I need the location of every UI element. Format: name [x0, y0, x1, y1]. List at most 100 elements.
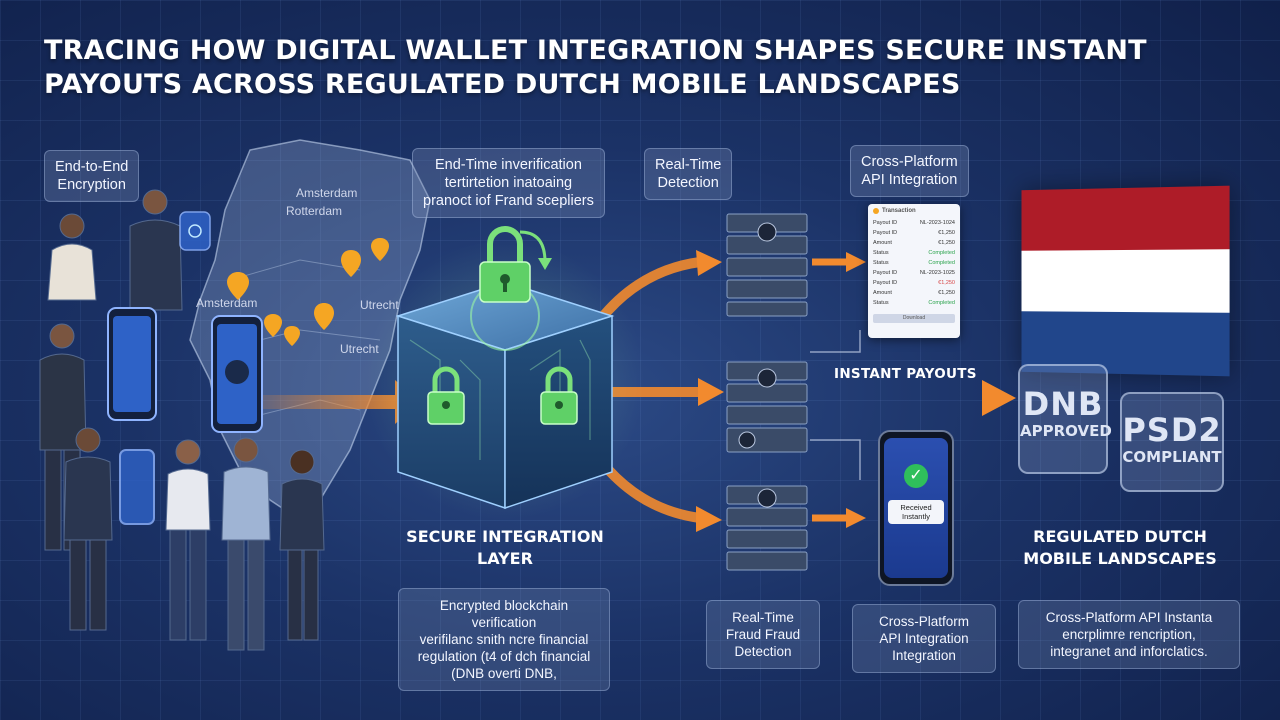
lock-icon-left	[427, 366, 465, 425]
refresh-arrow-icon	[519, 230, 547, 263]
info-line: Integration	[892, 648, 956, 663]
lock-icon-top	[479, 226, 531, 303]
receipt-row: Payout ID NL-2023-1025	[868, 268, 960, 278]
receipt-row: Status Completed	[868, 298, 960, 308]
info-line: verifilanc snith ncre financial	[419, 632, 589, 647]
people-group	[39, 189, 325, 651]
title-line-1: TRACING HOW DIGITAL WALLET INTEGRATION S…	[44, 35, 1147, 66]
receipt-row: Payout ID NL-2023-1024	[868, 218, 960, 228]
receipt-value: NL-2023-1024	[919, 220, 955, 226]
receipt-key: Amount	[873, 240, 892, 246]
receipt-download-button[interactable]: Download	[873, 314, 955, 323]
tag-line: Encryption	[57, 177, 126, 193]
info-line: regulation (t4 of dch financial	[417, 649, 591, 664]
receipt-key: Payout ID	[873, 220, 898, 226]
page-title: TRACING HOW DIGITAL WALLET INTEGRATION S…	[44, 34, 1244, 102]
city-label-amsterdam: Amsterdam	[296, 186, 358, 200]
flag-stripe-white	[1021, 249, 1230, 313]
info-line: Detection	[734, 644, 792, 659]
city-label-rotterdam: Rotterdam	[286, 204, 343, 218]
map-pin-icon	[227, 238, 389, 346]
receipt-row: Amount €1,250	[868, 288, 960, 298]
badge-subtitle: COMPLIANT	[1122, 448, 1222, 466]
title-line-2: PAYOUTS ACROSS REGULATED DUTCH MOBILE LA…	[44, 69, 961, 100]
badge-title: PSD2	[1122, 411, 1222, 449]
server-stack-bottom	[726, 485, 808, 571]
phone-screen: ✓ Received Instantly	[884, 438, 948, 578]
receipt-key: Status	[873, 250, 889, 256]
receipt-key: Status	[873, 300, 889, 306]
caption-line: LAYER	[477, 549, 533, 568]
caption-line: SECURE INTEGRATION	[406, 527, 604, 546]
tag-line: Cross-Platform	[861, 154, 958, 170]
tag-verification: End-Time inverification tertirtetion ina…	[412, 148, 605, 218]
receipt-row: Payout ID €1,250	[868, 278, 960, 288]
info-line: API Integration	[879, 631, 969, 646]
receipt-value: Completed	[928, 260, 955, 266]
tag-line: API Integration	[861, 172, 958, 188]
receipt-row: Amount€1,250	[868, 238, 960, 248]
receipt-key: Amount	[873, 290, 892, 296]
info-line: Real-Time	[732, 610, 794, 625]
info-line: (DNB overti DNB,	[451, 666, 557, 681]
receipt-value: €1,250	[938, 230, 955, 236]
floating-phone-1	[107, 307, 157, 421]
receipt-value: €1,250	[938, 290, 955, 296]
secure-integration-caption: SECURE INTEGRATION LAYER	[400, 526, 610, 570]
caption-line: MOBILE LANDSCAPES	[1023, 549, 1217, 568]
dutch-flag	[1021, 185, 1230, 377]
receipt-value: Completed	[928, 250, 955, 256]
info-line: Fraud Fraud	[725, 627, 801, 642]
tag-real-time-detection: Real-Time Detection	[644, 148, 733, 200]
receipt-row: Payout ID€1,250	[868, 228, 960, 238]
server-stack-middle	[726, 361, 808, 453]
lock-icon-right	[540, 366, 578, 425]
info-line: Cross-Platform API Instanta	[1045, 610, 1213, 625]
badge-title: DNB	[1022, 385, 1104, 423]
right-info-box: Cross-Platform API Instanta encrplimre r…	[1018, 600, 1240, 669]
tag-line: tertirtetion inatoaing	[444, 175, 573, 191]
instant-payouts-label: INSTANT PAYOUTS	[834, 366, 977, 382]
tag-line: Detection	[657, 175, 719, 191]
shield-app-icon	[179, 211, 211, 251]
received-message: Received Instantly	[888, 500, 944, 524]
check-icon: ✓	[904, 464, 928, 488]
dnb-approved-badge: DNB APPROVED	[1018, 364, 1112, 474]
receipt-value: NL-2023-1025	[919, 270, 955, 276]
server-stack-top	[726, 213, 808, 317]
city-label-utrecht-2: Utrecht	[340, 342, 379, 356]
tag-line: End-to-End	[55, 159, 129, 175]
info-line: integranet and inforclatics.	[1050, 644, 1208, 659]
info-line: Cross-Platform	[878, 614, 969, 629]
receipt-header: Transaction	[882, 208, 916, 214]
city-label-utrecht: Utrecht	[360, 298, 399, 312]
flag-stripe-red	[1021, 185, 1230, 251]
tag-line: Real-Time	[655, 157, 722, 173]
flow-arrow-main	[260, 380, 420, 424]
tag-line: End-Time inverification	[434, 157, 582, 173]
info-line: encrplimre rencription,	[1062, 627, 1196, 642]
center-info-box: Encrypted blockchain verification verifi…	[398, 588, 610, 691]
receipt-key: Status	[873, 260, 889, 266]
tag-cross-platform-api: Cross-Platform API Integration	[850, 145, 969, 197]
floating-phone-2	[211, 315, 263, 433]
api-integration-box: Cross-Platform API Integration Integrati…	[852, 604, 996, 673]
regulated-dutch-caption: REGULATED DUTCH MOBILE LANDSCAPES	[1010, 526, 1230, 570]
flow-arrow-to-server-3	[596, 456, 701, 523]
info-line: Encrypted blockchain verification	[439, 598, 569, 630]
receipt-value: Completed	[928, 300, 955, 306]
receipt-row: Status Completed	[868, 258, 960, 268]
receipt-key: Payout ID	[873, 270, 898, 276]
tag-line: pranoct iof Frand scepliers	[423, 193, 594, 209]
fraud-detection-box: Real-Time Fraud Fraud Detection	[706, 600, 820, 669]
status-dot-icon	[873, 208, 879, 214]
psd2-compliant-badge: PSD2 COMPLIANT	[1120, 392, 1224, 492]
city-label-amsterdam-2: Amsterdam	[196, 296, 258, 310]
receipt-value: €1,250	[938, 280, 955, 286]
receipt-row: Status Completed	[868, 248, 960, 258]
badge-subtitle: APPROVED	[1020, 422, 1112, 440]
receipt-key: Payout ID	[873, 280, 898, 286]
caption-line: REGULATED DUTCH	[1033, 527, 1207, 546]
